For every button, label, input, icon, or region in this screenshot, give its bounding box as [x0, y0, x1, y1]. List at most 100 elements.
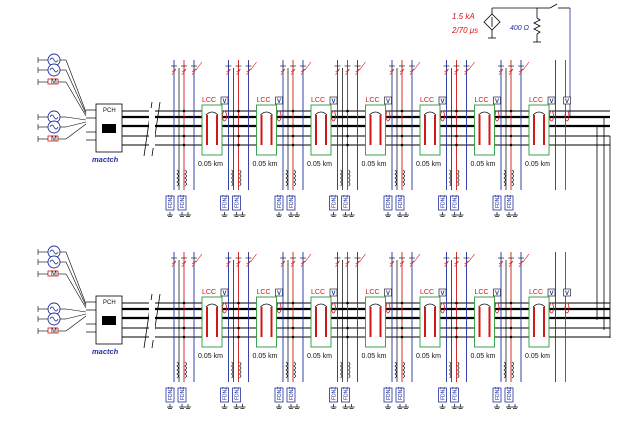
fdnz-block[interactable] [165, 387, 175, 403]
generator-group[interactable]: M [37, 53, 87, 117]
voltmeter-box[interactable] [329, 288, 338, 297]
lcc-box[interactable] [419, 296, 441, 348]
fdnz-block[interactable] [329, 195, 338, 211]
inductor-icon [402, 361, 405, 379]
junction-dot [346, 109, 349, 113]
fdnz-block[interactable] [383, 387, 393, 403]
voltmeter-box[interactable] [329, 96, 338, 105]
inductor-icon [347, 361, 351, 379]
fdnz-block[interactable] [395, 195, 405, 211]
voltmeter-box[interactable] [563, 288, 571, 297]
lcc-arc [314, 303, 328, 308]
fdnz-label: FDNZ [344, 387, 350, 400]
fdnz-block[interactable] [177, 195, 187, 211]
voltmeter-box[interactable] [438, 288, 447, 297]
fdnz-block[interactable] [177, 387, 187, 403]
lcc-box[interactable] [310, 296, 332, 348]
fdnz-block[interactable] [329, 387, 338, 403]
lcc-box[interactable] [365, 296, 386, 348]
fdnz-block[interactable] [504, 387, 514, 403]
lcc-box[interactable] [474, 104, 495, 156]
fdnz-block[interactable] [165, 195, 175, 211]
fdnz-block[interactable] [220, 387, 229, 403]
generator-group[interactable]: M [37, 245, 87, 309]
fdnz-block[interactable] [438, 195, 447, 211]
gen-bus-wire [65, 121, 87, 128]
motor-box[interactable] [47, 78, 59, 85]
fdnz-block[interactable] [286, 195, 296, 211]
fdnz-block[interactable] [274, 387, 284, 403]
lcc-conductor [216, 307, 218, 337]
fdnz-block[interactable] [450, 387, 459, 403]
inductor-icon [293, 169, 296, 187]
inductor-icon [176, 361, 179, 379]
lcc-box[interactable] [201, 296, 223, 348]
fdnz-block[interactable] [286, 387, 296, 403]
fdnz-block[interactable] [492, 387, 502, 403]
lcc-conductor [206, 307, 208, 337]
lcc-box[interactable] [474, 296, 495, 348]
fdnz-block[interactable] [438, 387, 447, 403]
fdnz-block[interactable] [383, 195, 393, 211]
fdnz-block[interactable] [395, 387, 405, 403]
fdnz-block[interactable] [232, 387, 241, 403]
voltmeter-box[interactable] [493, 288, 501, 297]
lcc-box[interactable] [201, 104, 223, 156]
fdnz-block[interactable] [220, 195, 229, 211]
lcc-box[interactable] [419, 104, 441, 156]
voltmeter-box[interactable] [220, 96, 229, 105]
generator-group[interactable]: M [37, 302, 87, 335]
voltmeter-label: V [550, 99, 554, 105]
motor-box[interactable] [47, 327, 59, 334]
fdnz-block[interactable] [341, 387, 350, 403]
lcc-box[interactable] [528, 296, 550, 348]
voltmeter-box[interactable] [384, 288, 392, 297]
fdnz-block[interactable] [341, 195, 350, 211]
resistor-label: 400 Ω [510, 25, 530, 32]
fdnz-block[interactable] [492, 195, 502, 211]
fdnz-block[interactable] [504, 195, 514, 211]
voltmeter-box[interactable] [547, 96, 556, 105]
voltmeter-box[interactable] [438, 96, 447, 105]
lcc-box[interactable] [365, 104, 386, 156]
lcc-box[interactable] [256, 104, 277, 156]
fdnz-block[interactable] [274, 195, 284, 211]
fdnz-block[interactable] [232, 195, 241, 211]
junction-dot [400, 109, 404, 113]
arrester-icon [355, 68, 360, 76]
motor-box[interactable] [47, 135, 59, 142]
lcc-box[interactable] [528, 104, 550, 156]
gen-bus-wire [65, 308, 87, 313]
voltmeter-box[interactable] [275, 288, 283, 297]
voltmeter-box[interactable] [563, 96, 571, 105]
length-label: 0.05 km [416, 353, 441, 360]
voltmeter-box[interactable] [384, 96, 392, 105]
motor-box[interactable] [47, 270, 59, 277]
switch-icon[interactable] [549, 3, 558, 9]
voltmeter-box[interactable] [220, 288, 229, 297]
generator-group[interactable]: M [37, 110, 87, 143]
lcc-box[interactable] [256, 296, 277, 348]
voltmeter-box[interactable] [493, 96, 501, 105]
voltmeter-box[interactable] [275, 96, 283, 105]
voltmeter-box[interactable] [547, 288, 556, 297]
lcc-box[interactable] [310, 104, 332, 156]
pch-label: PCH [103, 300, 116, 306]
lcc-conductor [533, 307, 535, 337]
fdnz-block[interactable] [450, 195, 459, 211]
meter-probe [222, 110, 227, 122]
